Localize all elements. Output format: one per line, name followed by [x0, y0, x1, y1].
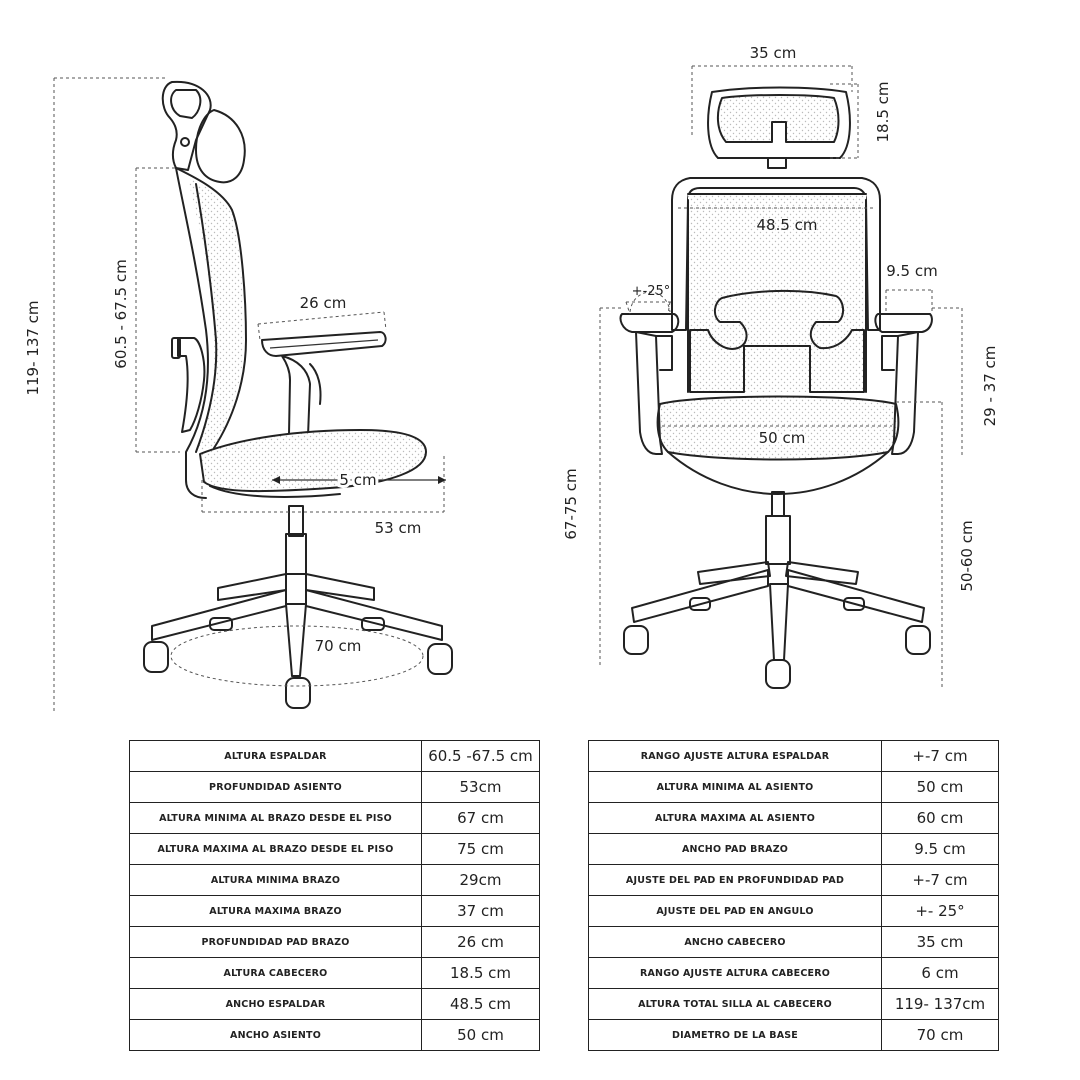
spec-label: RANGO AJUSTE ALTURA CABECERO [588, 957, 882, 989]
spec-label: ANCHO CABECERO [588, 926, 882, 958]
spec-value: 50 cm [881, 771, 999, 803]
table-row: AJUSTE DEL PAD EN ANGULO+- 25° [588, 895, 999, 927]
spec-value: 70 cm [881, 1019, 999, 1051]
spec-value: +-7 cm [881, 864, 999, 896]
headrest-height-label: 18.5 cm [874, 81, 892, 142]
arm-height-label: 29 - 37 cm [981, 346, 999, 427]
spec-value: 48.5 cm [421, 988, 540, 1020]
spec-label: ANCHO ESPALDAR [129, 988, 422, 1020]
front-view-dimension-lines [599, 65, 963, 690]
spec-label: ALTURA MAXIMA AL BRAZO DESDE EL PISO [129, 833, 422, 865]
spec-label: ALTURA MAXIMA AL ASIENTO [588, 802, 882, 834]
seat-height-label: 50-60 cm [958, 520, 976, 591]
spec-value: 60.5 -67.5 cm [421, 740, 540, 772]
spec-value: 67 cm [421, 802, 540, 834]
chair-dimension-drawing: 119- 137 cm 60.5 - 67.5 cm 26 cm 5 cm 53… [24, 44, 999, 712]
side-view-chair [143, 80, 453, 709]
spec-label: DIAMETRO DE LA BASE [588, 1019, 882, 1051]
table-row: RANGO AJUSTE ALTURA ESPALDAR+-7 cm [588, 740, 999, 772]
arm-floor-height-label: 67-75 cm [562, 468, 580, 539]
spec-value: +-7 cm [881, 740, 999, 772]
spec-label: ALTURA CABECERO [129, 957, 422, 989]
spec-label: AJUSTE DEL PAD EN ANGULO [588, 895, 882, 927]
spec-label: ALTURA TOTAL SILLA AL CABECERO [588, 988, 882, 1020]
seat-depth-label: 53 cm [375, 519, 422, 537]
spec-value: 29cm [421, 864, 540, 896]
armpad-width-label: 9.5 cm [886, 262, 937, 280]
spec-label: RANGO AJUSTE ALTURA ESPALDAR [588, 740, 882, 772]
spec-label: PROFUNDIDAD PAD BRAZO [129, 926, 422, 958]
armpad-adjust-label: 5 cm [339, 471, 376, 489]
spec-label: ALTURA MAXIMA BRAZO [129, 895, 422, 927]
spec-table-right: RANGO AJUSTE ALTURA ESPALDAR+-7 cm ALTUR… [588, 740, 999, 1051]
armpad-depth-label: 26 cm [300, 294, 347, 312]
spec-value: 53cm [421, 771, 540, 803]
backrest-width-label: 48.5 cm [756, 216, 817, 234]
spec-label: AJUSTE DEL PAD EN PROFUNDIDAD PAD [588, 864, 882, 896]
spec-label: ANCHO PAD BRAZO [588, 833, 882, 865]
spec-value: 119- 137cm [881, 988, 999, 1020]
front-view-chair [619, 86, 933, 689]
spec-label: ALTURA MINIMA AL BRAZO DESDE EL PISO [129, 802, 422, 834]
seat-width-label: 50 cm [759, 429, 806, 447]
backrest-height-label: 60.5 - 67.5 cm [112, 259, 130, 368]
spec-label: ALTURA MINIMA BRAZO [129, 864, 422, 896]
table-row: AJUSTE DEL PAD EN PROFUNDIDAD PAD+-7 cm [588, 864, 999, 896]
spec-value: 75 cm [421, 833, 540, 865]
spec-value: 35 cm [881, 926, 999, 958]
spec-label: ALTURA MINIMA AL ASIENTO [588, 771, 882, 803]
armpad-angle-label: +-25° [632, 284, 671, 299]
spec-value: 50 cm [421, 1019, 540, 1051]
spec-value: +- 25° [881, 895, 999, 927]
spec-label: ALTURA ESPALDAR [129, 740, 422, 772]
spec-value: 60 cm [881, 802, 999, 834]
headrest-width-label: 35 cm [750, 44, 797, 62]
spec-value: 18.5 cm [421, 957, 540, 989]
side-view-dimension-lines [53, 77, 446, 712]
total-height-label: 119- 137 cm [24, 300, 42, 395]
spec-value: 37 cm [421, 895, 540, 927]
spec-value: 6 cm [881, 957, 999, 989]
spec-label: ANCHO ASIENTO [129, 1019, 422, 1051]
spec-label: PROFUNDIDAD ASIENTO [129, 771, 422, 803]
spec-value: 26 cm [421, 926, 540, 958]
base-diameter-label: 70 cm [315, 637, 362, 655]
spec-value: 9.5 cm [881, 833, 999, 865]
